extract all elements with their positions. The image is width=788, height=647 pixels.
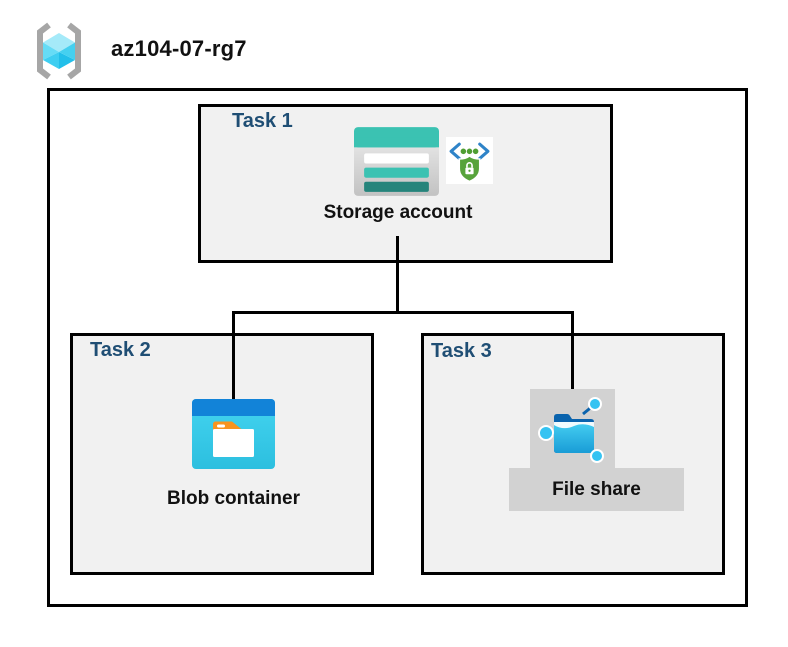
connector-to-fileshare [571, 311, 574, 391]
file-share-icon [538, 397, 604, 463]
storage-account-icon [354, 127, 439, 196]
connector-storage-down [396, 236, 399, 314]
resource-group-name: az104-07-rg7 [111, 36, 247, 61]
secure-endpoint-icon [446, 137, 493, 184]
file-share-label: File share [552, 478, 641, 500]
task2-label: Task 2 [90, 339, 151, 361]
task3-label: Task 3 [431, 340, 492, 362]
connector-to-blob [232, 311, 235, 403]
connector-horizontal [232, 311, 574, 314]
file-share-label-background: File share [509, 468, 684, 511]
blob-container-icon [192, 399, 275, 469]
blob-container-label: Blob container [166, 488, 300, 509]
resource-group-icon [37, 22, 81, 80]
task1-label: Task 1 [232, 110, 293, 132]
storage-account-label: Storage account [323, 202, 473, 223]
